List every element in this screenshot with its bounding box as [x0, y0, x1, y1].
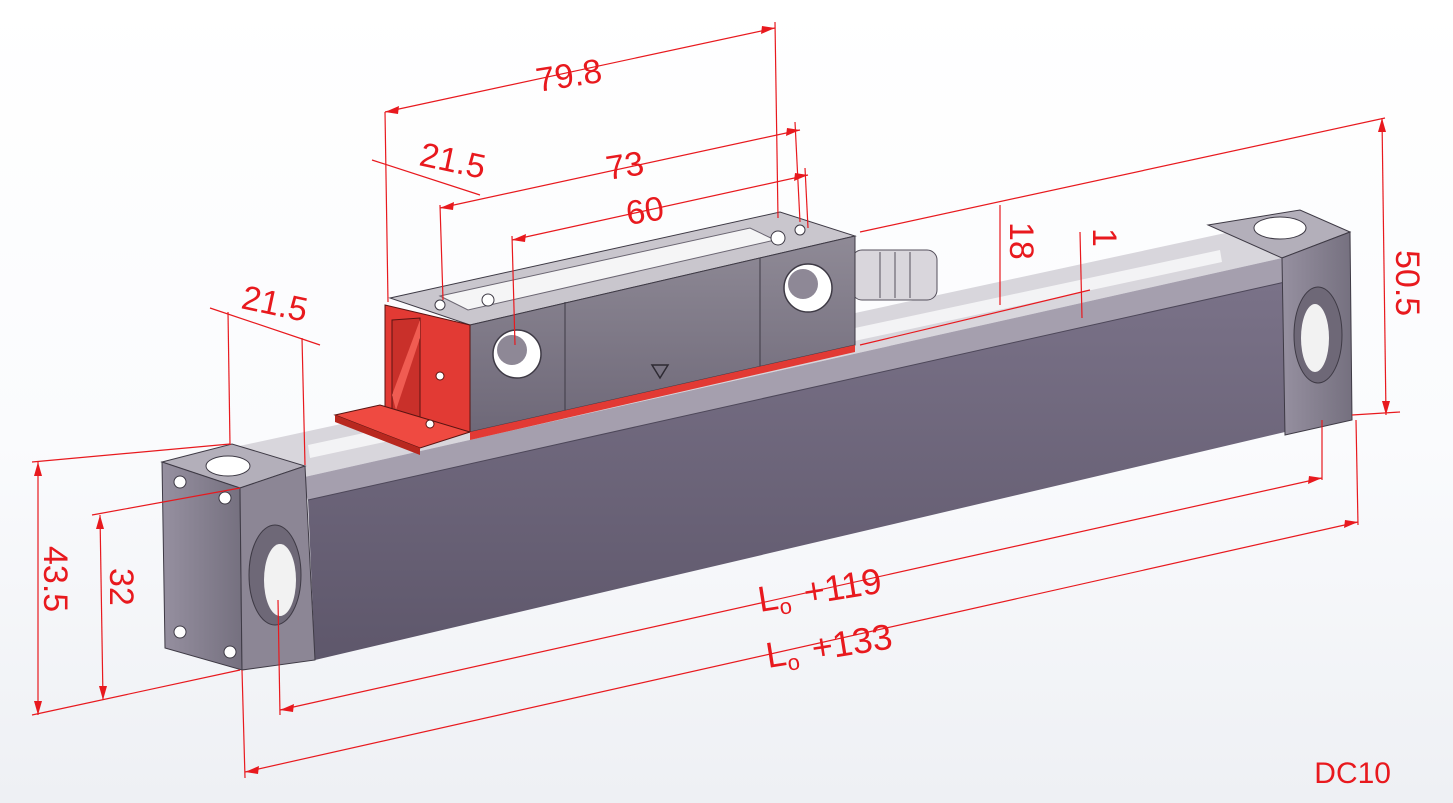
triangle-mark-icon	[650, 364, 670, 380]
arrow-43-5-a	[34, 462, 42, 476]
arrow-32-b	[99, 686, 107, 700]
scale-front-edge	[307, 281, 1286, 501]
ext-60-right	[804, 167, 809, 229]
ext-21-5-left-a	[227, 311, 231, 446]
mounting-bracket	[333, 304, 855, 455]
dim-50-5: 50.5	[1388, 250, 1426, 316]
dim-line-1	[1079, 231, 1083, 319]
dim-79-8: 79.8	[533, 52, 604, 100]
right-cap-top-hole	[1253, 216, 1307, 240]
left-end-cap	[160, 443, 316, 671]
ext-73-left	[439, 204, 444, 301]
ext-lo-133-left	[241, 669, 246, 779]
dim-21-5-top: 21.5	[416, 136, 489, 187]
arrow-lo119-b	[1308, 476, 1322, 484]
arrow-73-a	[440, 202, 454, 210]
arrow-60-b	[794, 173, 808, 181]
left-cap-screw-2	[218, 491, 232, 505]
ext-79-8-left	[384, 111, 389, 303]
left-cap-top-hole	[205, 455, 251, 477]
arrow-lo133-a	[245, 766, 259, 774]
ext-50-5-bot	[1351, 411, 1401, 416]
right-end-cap	[1206, 209, 1353, 436]
scale-top-face	[300, 258, 1285, 500]
dim-lo-133-suffix: +133	[809, 615, 896, 668]
right-cap-slot-inner	[1301, 304, 1329, 372]
arrow-50-5-a	[1378, 118, 1386, 132]
dim-line-60	[511, 174, 809, 241]
left-cap-side	[161, 461, 243, 671]
arrow-lo119-a	[280, 704, 294, 712]
ext-18-top	[859, 117, 1386, 233]
dim-lo-133-sub: o	[786, 649, 802, 676]
left-cap-slot-inner	[264, 544, 296, 616]
arrow-lo133-b	[1344, 520, 1358, 528]
head-screw-1	[434, 299, 446, 311]
arrow-73-b	[786, 128, 800, 136]
head-screw-4	[794, 224, 806, 236]
ext-lo-119-left	[277, 599, 281, 716]
dim-line-73	[439, 129, 801, 209]
model-label: DC10	[1314, 757, 1391, 790]
dim-line-50-5	[1381, 117, 1387, 416]
dim-60: 60	[623, 189, 666, 232]
dim-73: 73	[603, 144, 646, 187]
dimension-lines	[31, 21, 1401, 779]
arrow-79-8-a	[385, 106, 399, 114]
arrow-32-a	[96, 515, 104, 529]
scale-front-face	[308, 282, 1285, 660]
ext-18-bot	[859, 289, 1091, 346]
dim-32: 32	[102, 568, 140, 606]
head-screw-3	[770, 230, 786, 246]
dim-lo-119-sub: o	[778, 593, 794, 620]
dim-line-lo-119	[279, 477, 1323, 711]
arrow-43-5-b	[34, 701, 42, 715]
left-cap-screw-1	[173, 475, 187, 489]
arrow-60-a	[512, 234, 526, 242]
ext-60-left	[511, 235, 516, 346]
dim-21-5-left: 21.5	[238, 279, 311, 330]
ext-21-5-left-b	[301, 337, 306, 466]
ext-43-5-top	[31, 443, 231, 463]
ext-73-right	[794, 121, 801, 223]
dim-line-lo-133	[244, 521, 1359, 773]
dim-lo-133: Lo+133	[763, 615, 896, 678]
dim-18: 18	[1002, 222, 1040, 260]
arrow-50-5-b	[1382, 401, 1390, 415]
dim-lo-119: Lo+119	[755, 560, 885, 623]
cable-connector	[851, 249, 938, 301]
left-cap-screw-4	[223, 645, 237, 659]
dim-line-79-8	[384, 27, 776, 113]
head-hole-right-inner	[788, 269, 818, 299]
head-hole-left-inner	[497, 335, 527, 365]
dim-lo-119-suffix: +119	[801, 560, 885, 613]
ext-79-8-right	[774, 21, 779, 219]
reading-head	[388, 211, 938, 433]
ext-32-top	[91, 487, 241, 516]
head-screw-2	[481, 293, 495, 307]
left-cap-screw-3	[173, 625, 187, 639]
dim-line-21-5-top	[371, 159, 481, 196]
arrow-79-8-b	[761, 26, 775, 34]
dim-43-5: 43.5	[36, 546, 74, 612]
ext-43-5-bot	[31, 669, 241, 716]
dim-line-32	[99, 514, 104, 701]
ext-lo-133-right	[1355, 419, 1359, 526]
dim-1: 1	[1085, 228, 1123, 247]
